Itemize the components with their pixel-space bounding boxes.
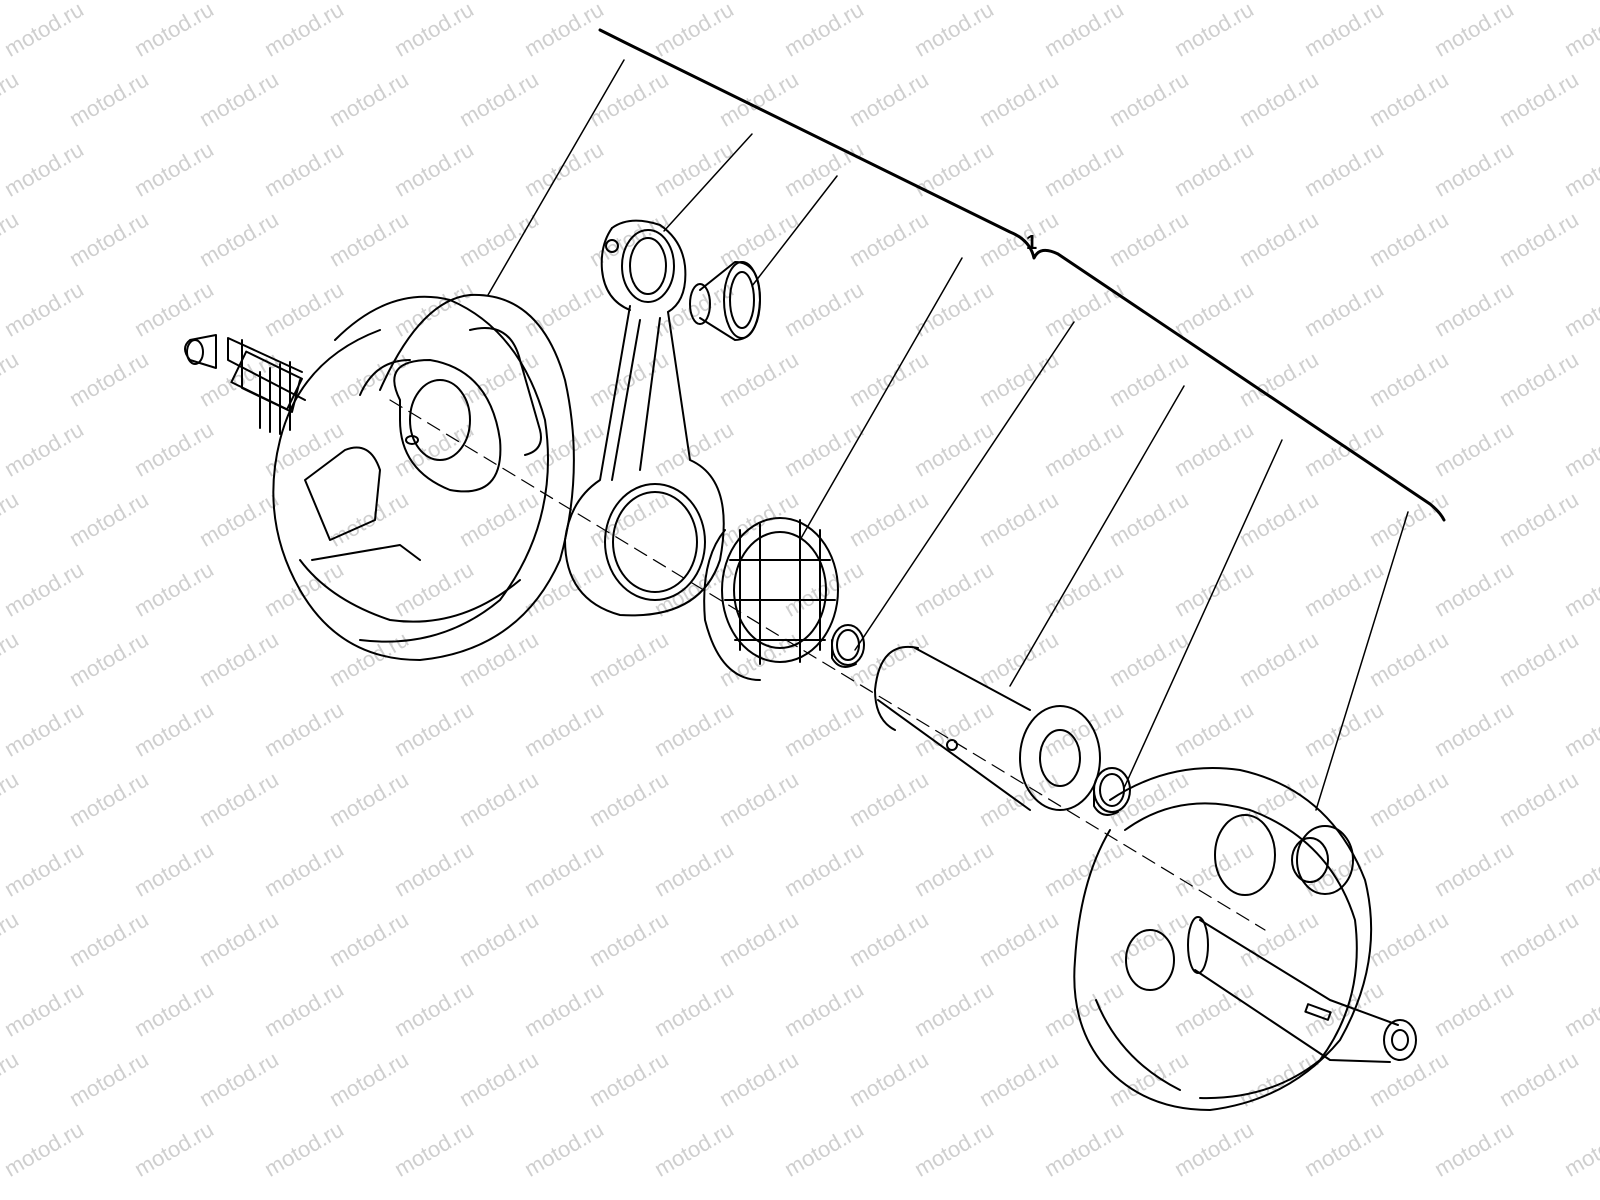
big-end-needle-bearing	[703, 517, 839, 681]
crank-half-right	[1073, 767, 1417, 1111]
group-brace	[598, 28, 1446, 522]
small-end-bushing	[689, 261, 761, 341]
center-axis	[389, 399, 1266, 931]
connecting-rod	[564, 219, 725, 617]
thrust-washer-right	[1093, 767, 1131, 816]
callout-1: 1	[1026, 232, 1038, 254]
thrust-washer-left	[831, 624, 865, 668]
crank-pin	[874, 645, 1101, 811]
leader-lines	[487, 59, 1409, 811]
crank-half-left	[184, 293, 575, 661]
